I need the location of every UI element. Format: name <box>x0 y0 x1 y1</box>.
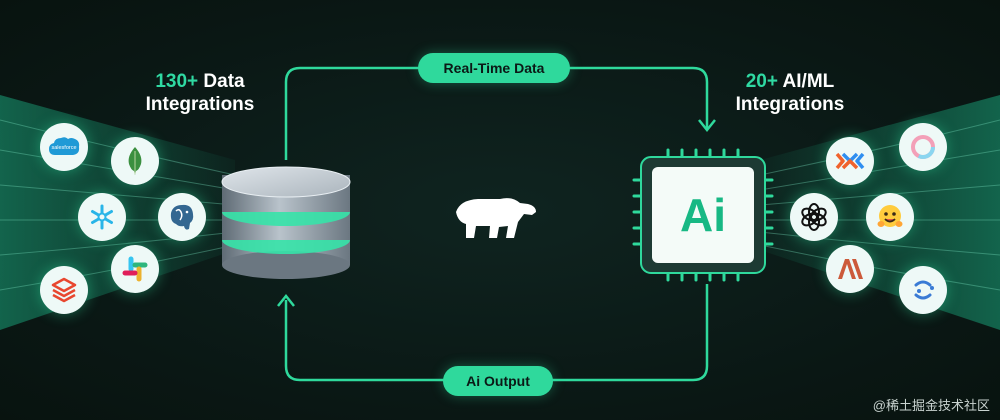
real-time-data-pill: Real-Time Data <box>418 53 570 83</box>
database-icon <box>221 166 351 279</box>
left-title-rest: Data <box>198 71 245 92</box>
right-title-accent: 20+ <box>745 71 778 92</box>
bear-logo-icon <box>456 198 536 238</box>
down-arrow-head <box>698 119 716 133</box>
right-title: 20+ AI/ML Integrations <box>720 70 860 116</box>
anthropic-icon <box>826 245 874 293</box>
salesforce-wordmark: salesforce <box>51 145 76 151</box>
ring-icon <box>899 123 947 171</box>
mongodb-icon <box>111 137 159 185</box>
left-title-accent: 130+ <box>155 71 199 92</box>
right-title-line1: 20+ AI/ML <box>720 70 860 93</box>
slack-icon <box>111 245 159 293</box>
databricks-icon <box>40 266 88 314</box>
ai-chip-icon <box>632 148 774 282</box>
up-arrow-head <box>277 293 295 307</box>
salesforce-icon: salesforce <box>40 123 88 171</box>
postgresql-icon <box>158 193 206 241</box>
ai-chip-label: Ai <box>680 189 726 241</box>
huggingface-icon <box>866 193 914 241</box>
openai-icon <box>790 193 838 241</box>
left-title-line1: 130+ Data <box>130 70 270 93</box>
left-title-line2: Integrations <box>145 94 255 115</box>
chainlink-icon <box>899 266 947 314</box>
right-title-rest: AI/ML <box>777 71 835 92</box>
right-title-line2: Integrations <box>735 94 845 115</box>
ai-output-pill: Ai Output <box>443 366 553 396</box>
snowflake-icon <box>78 193 126 241</box>
left-title: 130+ Data Integrations <box>130 70 270 116</box>
watermark-text: @稀土掘金技术社区 <box>872 398 990 413</box>
mistral-icon <box>826 137 874 185</box>
